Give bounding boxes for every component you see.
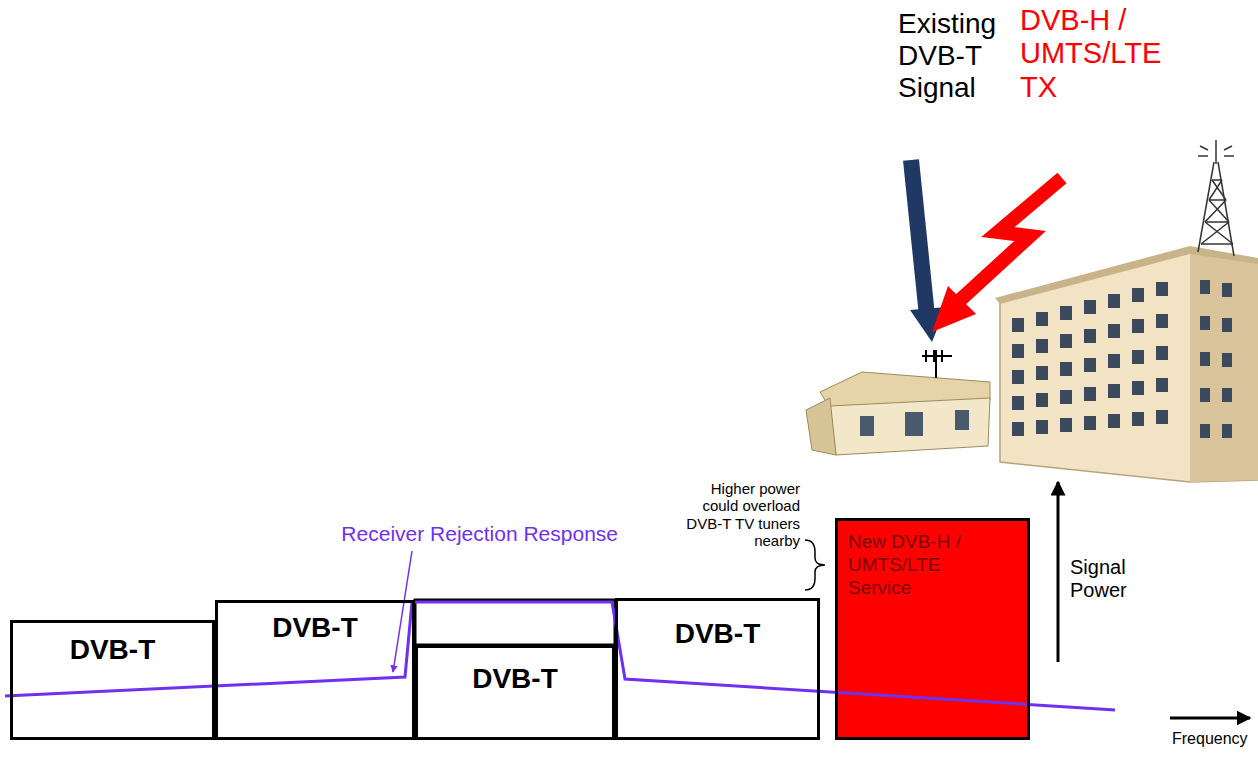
channel-box: DVB-T (10, 620, 215, 740)
frequency-axis-arrow (1170, 717, 1250, 720)
service-label: New DVB-H / UMTS/LTE Service (848, 531, 963, 599)
axis-label: Frequency (1172, 730, 1252, 748)
brace (805, 540, 825, 590)
service-channel: New DVB-H / UMTS/LTE Service (835, 518, 1030, 740)
office-building (995, 140, 1258, 482)
channel-box: DVB-T (615, 598, 820, 740)
power-axis-arrow (1057, 482, 1060, 662)
channel-label: DVB-T (628, 617, 807, 651)
note: Higher power could overload DVB-T TV tun… (672, 480, 800, 549)
channel-box: DVB-T (415, 645, 615, 740)
rejection-caption: Receiver Rejection Response (328, 522, 618, 546)
channel-label: DVB-T (228, 611, 402, 645)
transmitter-caption: DVB-H / UMTS/LTE TX (1020, 4, 1190, 104)
house (806, 350, 990, 455)
channel-label: DVB-T (428, 662, 602, 696)
channel-label: DVB-T (23, 633, 202, 667)
service-fill (835, 518, 1030, 740)
axis-label: Signal Power (1070, 556, 1150, 602)
signal-caption: Existing DVB-T Signal (898, 8, 1023, 105)
empty-channel (415, 600, 615, 645)
leader-arrow (393, 551, 412, 672)
rejection-curve (5, 602, 1115, 710)
channel-box: DVB-T (215, 600, 415, 740)
interference-arrow (932, 178, 1062, 332)
